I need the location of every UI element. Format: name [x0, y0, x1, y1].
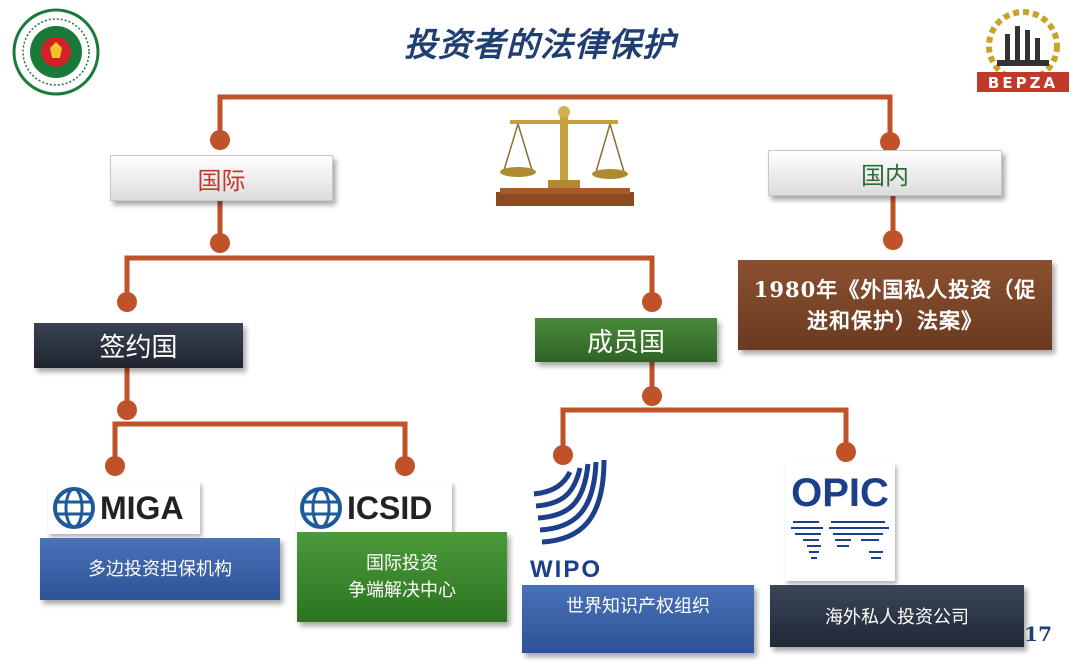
signatory-branch-connector	[112, 421, 408, 466]
connector-dot	[880, 132, 900, 152]
wipo-stripes-icon	[533, 459, 607, 545]
domestic-law-box: 1980年《外国私人投资（促 进和保护）法案》	[738, 260, 1052, 350]
page-title: 投资者的法律保护	[404, 25, 676, 64]
connector-dot	[210, 233, 230, 253]
connector-dot	[553, 445, 573, 465]
connector-dot	[210, 130, 230, 150]
world-bank-globe-icon	[300, 487, 342, 529]
wipo-logo-text: WIPO	[530, 556, 602, 583]
member-label: 成员国	[586, 327, 665, 358]
international-label: 国际	[197, 166, 246, 195]
icsid-description-line1: 国际投资	[366, 553, 438, 574]
connector-dot	[836, 442, 856, 462]
domestic-law-line1: 1980年《外国私人投资（促	[753, 277, 1037, 302]
icsid-description-line2: 争端解决中心	[348, 580, 456, 601]
domestic-box: 国内	[768, 150, 1002, 196]
connector-dot	[883, 230, 903, 250]
domestic-law-line2: 进和保护）法案》	[807, 308, 983, 333]
top-connector	[217, 94, 893, 140]
miga-logo-card: MIGA	[48, 482, 200, 534]
scales-of-justice-icon	[496, 106, 634, 206]
wipo-description: 世界知识产权组织	[566, 596, 710, 617]
domestic-label: 国内	[861, 161, 909, 190]
bangladesh-emblem-icon	[12, 8, 100, 96]
icsid-description-box: 国际投资 争端解决中心	[297, 532, 507, 622]
page-number: 17	[1024, 622, 1052, 646]
connector-dot	[642, 292, 662, 312]
international-box: 国际	[110, 155, 333, 201]
connector-dot	[117, 400, 137, 420]
member-branch-connector	[560, 407, 849, 455]
opic-description: 海外私人投资公司	[825, 607, 969, 628]
miga-description: 多边投资担保机构	[88, 558, 232, 580]
icsid-logo-text: ICSID	[347, 489, 433, 526]
opic-logo: OPIC	[785, 463, 895, 581]
connector-dot	[117, 292, 137, 312]
connector-dot	[642, 386, 662, 406]
connector-dot	[395, 456, 415, 476]
signatory-label: 签约国	[99, 333, 178, 363]
wipo-logo: WIPO	[522, 440, 610, 585]
opic-description-box: 海外私人投资公司	[770, 585, 1024, 647]
wipo-description-box: 世界知识产权组织	[522, 585, 754, 653]
signatory-box: 签约国	[34, 323, 243, 368]
connector-dot	[105, 456, 125, 476]
bepza-logo-icon: BEPZA	[977, 9, 1069, 92]
opic-logo-text: OPIC	[791, 471, 889, 515]
bepza-logo-text: BEPZA	[988, 74, 1058, 92]
member-box: 成员国	[535, 318, 717, 362]
miga-description-box: 多边投资担保机构	[40, 538, 280, 600]
world-bank-globe-icon	[53, 487, 95, 529]
icsid-logo-card: ICSID	[296, 482, 452, 534]
intl-branch-connector	[124, 255, 655, 302]
opic-world-map-icon	[791, 521, 889, 559]
miga-logo-text: MIGA	[100, 489, 184, 526]
